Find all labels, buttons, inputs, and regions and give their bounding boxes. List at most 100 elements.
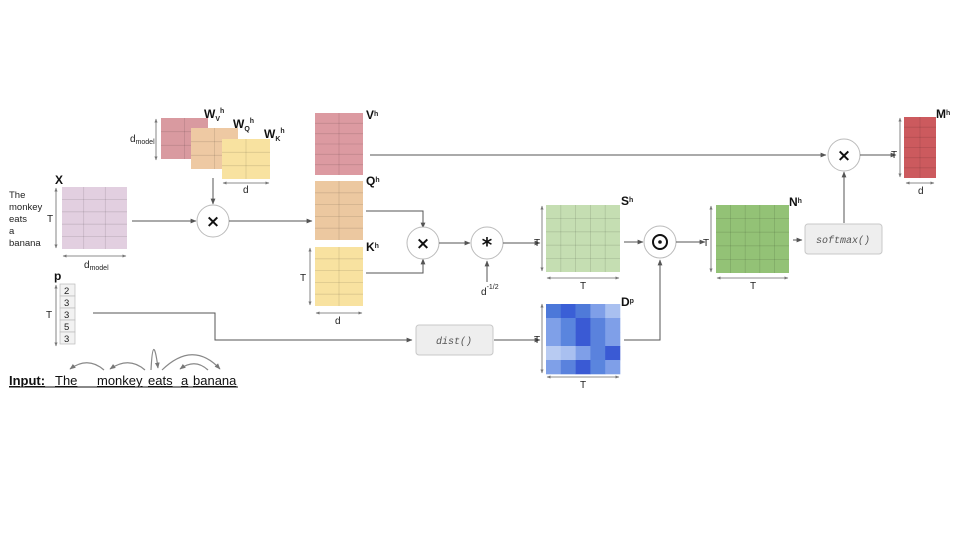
- matrix-n-label: Nh: [789, 195, 802, 209]
- input-word: banana: [193, 373, 237, 388]
- matrix-d-cell: [575, 360, 591, 375]
- matrix-s-rows-label: T: [534, 238, 540, 249]
- matrix-d-cell: [560, 304, 576, 319]
- matrix-s-cols-label: T: [580, 281, 586, 292]
- matrix-v: Vh: [315, 108, 378, 175]
- input-sentence: Input: The monkey eats a banana: [9, 373, 237, 388]
- input-word: a: [181, 373, 189, 388]
- matrix-d-cell: [605, 332, 621, 347]
- matrix-d-cols-label: T: [580, 380, 586, 391]
- matrix-m-cols-label: d: [918, 186, 924, 197]
- svg-text:5: 5: [64, 322, 69, 333]
- arrow-q-to-matmul: [366, 210, 426, 229]
- matrix-q-body: [315, 181, 363, 240]
- matrix-d-cell: [575, 304, 591, 319]
- position-cell: 3: [59, 295, 76, 309]
- matrix-m-grid: [904, 117, 936, 178]
- hadamard-operator: [643, 225, 677, 259]
- dependency-arc: [179, 363, 209, 371]
- asterisk-icon: *: [482, 233, 493, 257]
- matrix-x: X T dmodel: [47, 173, 127, 272]
- sentence-word: monkey: [9, 202, 43, 213]
- matrix-d-cell: [590, 304, 606, 319]
- scale-operator: *: [470, 226, 504, 260]
- matrix-d: T T Dp: [534, 295, 634, 391]
- position-cell: 3: [59, 307, 76, 321]
- input-word: eats: [148, 373, 173, 388]
- svg-text:3: 3: [64, 334, 69, 345]
- svg-text:3: 3: [64, 298, 69, 309]
- positions-cells: 2 3 3 5 3: [59, 283, 76, 345]
- matrix-d-cell: [560, 346, 576, 361]
- matrix-v-label: Vh: [366, 108, 378, 122]
- matrix-s-label: Sh: [621, 194, 633, 208]
- matrix-wq-label: WQh: [233, 117, 254, 133]
- matrix-d-label: Dp: [621, 295, 634, 309]
- matrix-d-cell: [546, 318, 562, 333]
- matrix-m-body: [904, 117, 936, 178]
- matrix-d-cell: [590, 332, 606, 347]
- arrow-k-to-matmul: [366, 258, 426, 274]
- matrix-n-grid: [716, 205, 789, 273]
- weight-rows-label: dmodel: [130, 134, 155, 146]
- multiply-icon: ×: [837, 146, 851, 166]
- matrix-wk-body: [222, 139, 270, 179]
- position-cell: 5: [59, 319, 76, 333]
- matrix-d-cell: [590, 318, 606, 333]
- matrix-d-cell: [575, 346, 591, 361]
- matrix-s-body: [546, 205, 620, 272]
- matrix-k-cols-label: d: [335, 316, 341, 327]
- position-cell: 3: [59, 331, 76, 345]
- hadamard-icon-dot: [658, 240, 662, 244]
- matrix-d-cell: [590, 346, 606, 361]
- matrix-d-cells: [546, 304, 621, 375]
- multiply-icon: ×: [206, 212, 220, 232]
- svg-text:2: 2: [64, 286, 69, 297]
- matrix-x-label: X: [55, 173, 63, 187]
- matrix-s-grid: [546, 205, 620, 272]
- matrix-q-label: Qh: [366, 174, 380, 188]
- sentence-word: eats: [9, 214, 27, 225]
- matrix-n-body: [716, 205, 789, 273]
- weight-cols-label: d: [243, 185, 249, 196]
- matrix-v-body: [315, 113, 363, 175]
- dependency-arc: [109, 362, 146, 371]
- matrix-k: Kh T d: [300, 240, 379, 327]
- matrix-d-cell: [605, 360, 621, 375]
- matrix-k-grid: [315, 247, 363, 306]
- input-word: monkey: [97, 373, 143, 388]
- matrix-k-rows-label: T: [300, 273, 306, 284]
- matrix-wk-grid: [222, 139, 270, 179]
- matrix-k-label: Kh: [366, 240, 379, 254]
- softmax-function: softmax(): [804, 223, 883, 255]
- dependency-arc: [150, 348, 160, 371]
- hadamard-icon: [652, 234, 668, 250]
- dependency-arc: [161, 354, 221, 371]
- input-word: The: [55, 373, 77, 388]
- matrix-m: T d Mh: [891, 107, 950, 197]
- dependency-arc: [69, 362, 105, 371]
- matrix-d-cell: [560, 360, 576, 375]
- softmax-box: [804, 223, 883, 255]
- position-cell: 2: [59, 283, 76, 297]
- matrix-n-cols-label: T: [750, 281, 756, 292]
- matrix-wk-label: WKh: [264, 127, 285, 143]
- matrix-m-rows-label: T: [891, 150, 897, 161]
- matrix-d-cell: [605, 304, 621, 319]
- matrix-d-rows-label: T: [534, 335, 540, 346]
- matrix-d-cell: [546, 304, 562, 319]
- weight-matrices: dmodel WVh WQh WKh d: [130, 107, 285, 196]
- matrix-d-cell: [575, 332, 591, 347]
- sentence-word: a: [9, 226, 15, 237]
- dist-function: dist(): [415, 324, 494, 356]
- positions-vector-label: p: [54, 269, 61, 283]
- dist-label: dist(): [436, 336, 472, 348]
- scale-factor-label: d-1/2: [481, 284, 499, 298]
- matrix-d-cell: [546, 360, 562, 375]
- dependency-arcs: [69, 348, 221, 371]
- arrow-d-to-hadamard: [624, 259, 663, 341]
- matrix-k-body: [315, 247, 363, 306]
- matrix-d-cell: [560, 318, 576, 333]
- matrix-wv-label: WVh: [204, 107, 224, 123]
